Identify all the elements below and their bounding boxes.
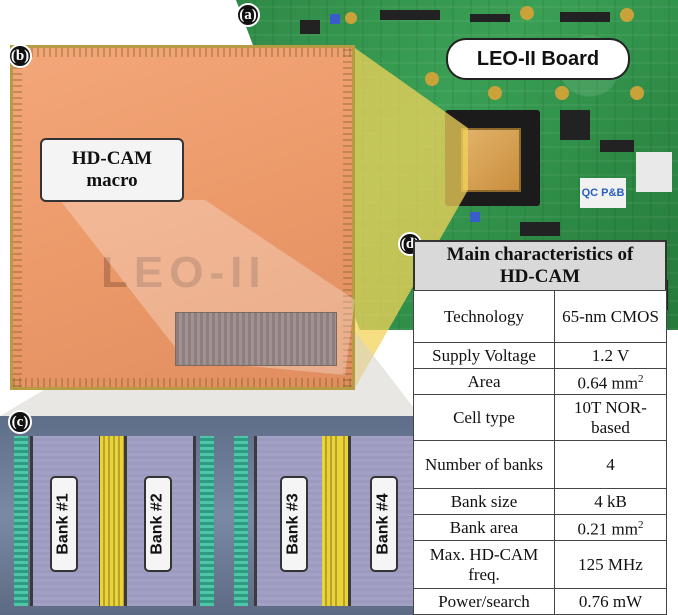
row-key: Power/search (413, 588, 555, 615)
row-value: 10T NOR-based (554, 394, 667, 441)
panel-label-c: (c) (8, 410, 32, 434)
bank-label: Bank #1 (50, 476, 78, 572)
row-key: Bank size (413, 488, 555, 515)
table-title-line2: HD-CAM (499, 266, 581, 287)
row-value: 4 kB (554, 488, 667, 515)
superscript: 2 (637, 519, 644, 532)
table-row: Area 0.64 mm2 (413, 368, 667, 395)
bank-label: Bank #3 (280, 476, 308, 572)
characteristics-table: Main characteristics of HD-CAM Technolog… (413, 240, 667, 615)
board-connector-block (636, 152, 672, 192)
superscript: 2 (637, 373, 644, 386)
die-logo: LEO-II (101, 248, 267, 297)
row-value: 0.21 mm2 (554, 514, 667, 541)
row-key: Cell type (413, 394, 555, 441)
board-connector (520, 6, 534, 20)
table-row: Cell type 10T NOR-based (413, 394, 667, 441)
row-key: Technology (413, 290, 555, 343)
row-key: Area (413, 368, 555, 395)
board-header (380, 10, 440, 20)
row-key: Max. HD-CAM freq. (413, 540, 555, 589)
panel-label-b: (b) (8, 44, 32, 68)
row-value: 125 MHz (554, 540, 667, 589)
board-connector (620, 8, 634, 22)
bank-layout: Bank #1 Bank #2 Bank #3 Bank #4 (0, 416, 420, 615)
row-value: 1.2 V (554, 342, 667, 369)
match-line-strip (322, 436, 342, 606)
chip-on-board (461, 128, 521, 192)
table-row: Power/search 0.76 mW (413, 588, 667, 615)
hd-cam-macro-callout: HD-CAM macro (40, 138, 184, 202)
board-header (470, 14, 510, 22)
board-label: LEO-II Board (446, 38, 630, 80)
table-row: Supply Voltage 1.2 V (413, 342, 667, 369)
board-logo: QC P&B (580, 178, 626, 208)
board-component (300, 20, 320, 34)
row-value: 0.64 mm2 (554, 368, 667, 395)
periphery-strip (14, 436, 28, 606)
bank-label: Bank #4 (370, 476, 398, 572)
table-row: Technology 65-nm CMOS (413, 290, 667, 343)
board-header (560, 12, 610, 22)
hd-cam-macro-block (175, 312, 337, 366)
macro-callout-line1: HD-CAM (71, 148, 153, 169)
table-title-line1: Main characteristics of (446, 244, 634, 265)
row-value: 4 (554, 440, 667, 489)
board-connector (630, 86, 644, 100)
board-connector (488, 86, 502, 100)
board-connector (425, 72, 439, 86)
table-body: Technology 65-nm CMOS Supply Voltage 1.2… (413, 290, 667, 615)
board-component (520, 222, 560, 236)
board-component (470, 212, 480, 222)
bank-label: Bank #2 (144, 476, 172, 572)
table-row: Max. HD-CAM freq. 125 MHz (413, 540, 667, 589)
row-key: Bank area (413, 514, 555, 541)
board-chip (560, 110, 590, 140)
macro-callout-line2: macro (86, 170, 138, 191)
board-component (600, 140, 634, 152)
table-row: Bank area 0.21 mm2 (413, 514, 667, 541)
table-row: Bank size 4 kB (413, 488, 667, 515)
row-key: Supply Voltage (413, 342, 555, 369)
periphery-strip (200, 436, 214, 606)
board-connector (555, 86, 569, 100)
periphery-strip (234, 436, 248, 606)
board-component (330, 14, 340, 24)
panel-label-a: (a) (236, 3, 260, 27)
row-key: Number of banks (413, 440, 555, 489)
row-value: 0.76 mW (554, 588, 667, 615)
match-line-strip (100, 436, 120, 606)
row-value: 65-nm CMOS (554, 290, 667, 343)
table-title: Main characteristics of HD-CAM (413, 240, 667, 290)
table-row: Number of banks 4 (413, 440, 667, 489)
board-connector (345, 12, 357, 24)
